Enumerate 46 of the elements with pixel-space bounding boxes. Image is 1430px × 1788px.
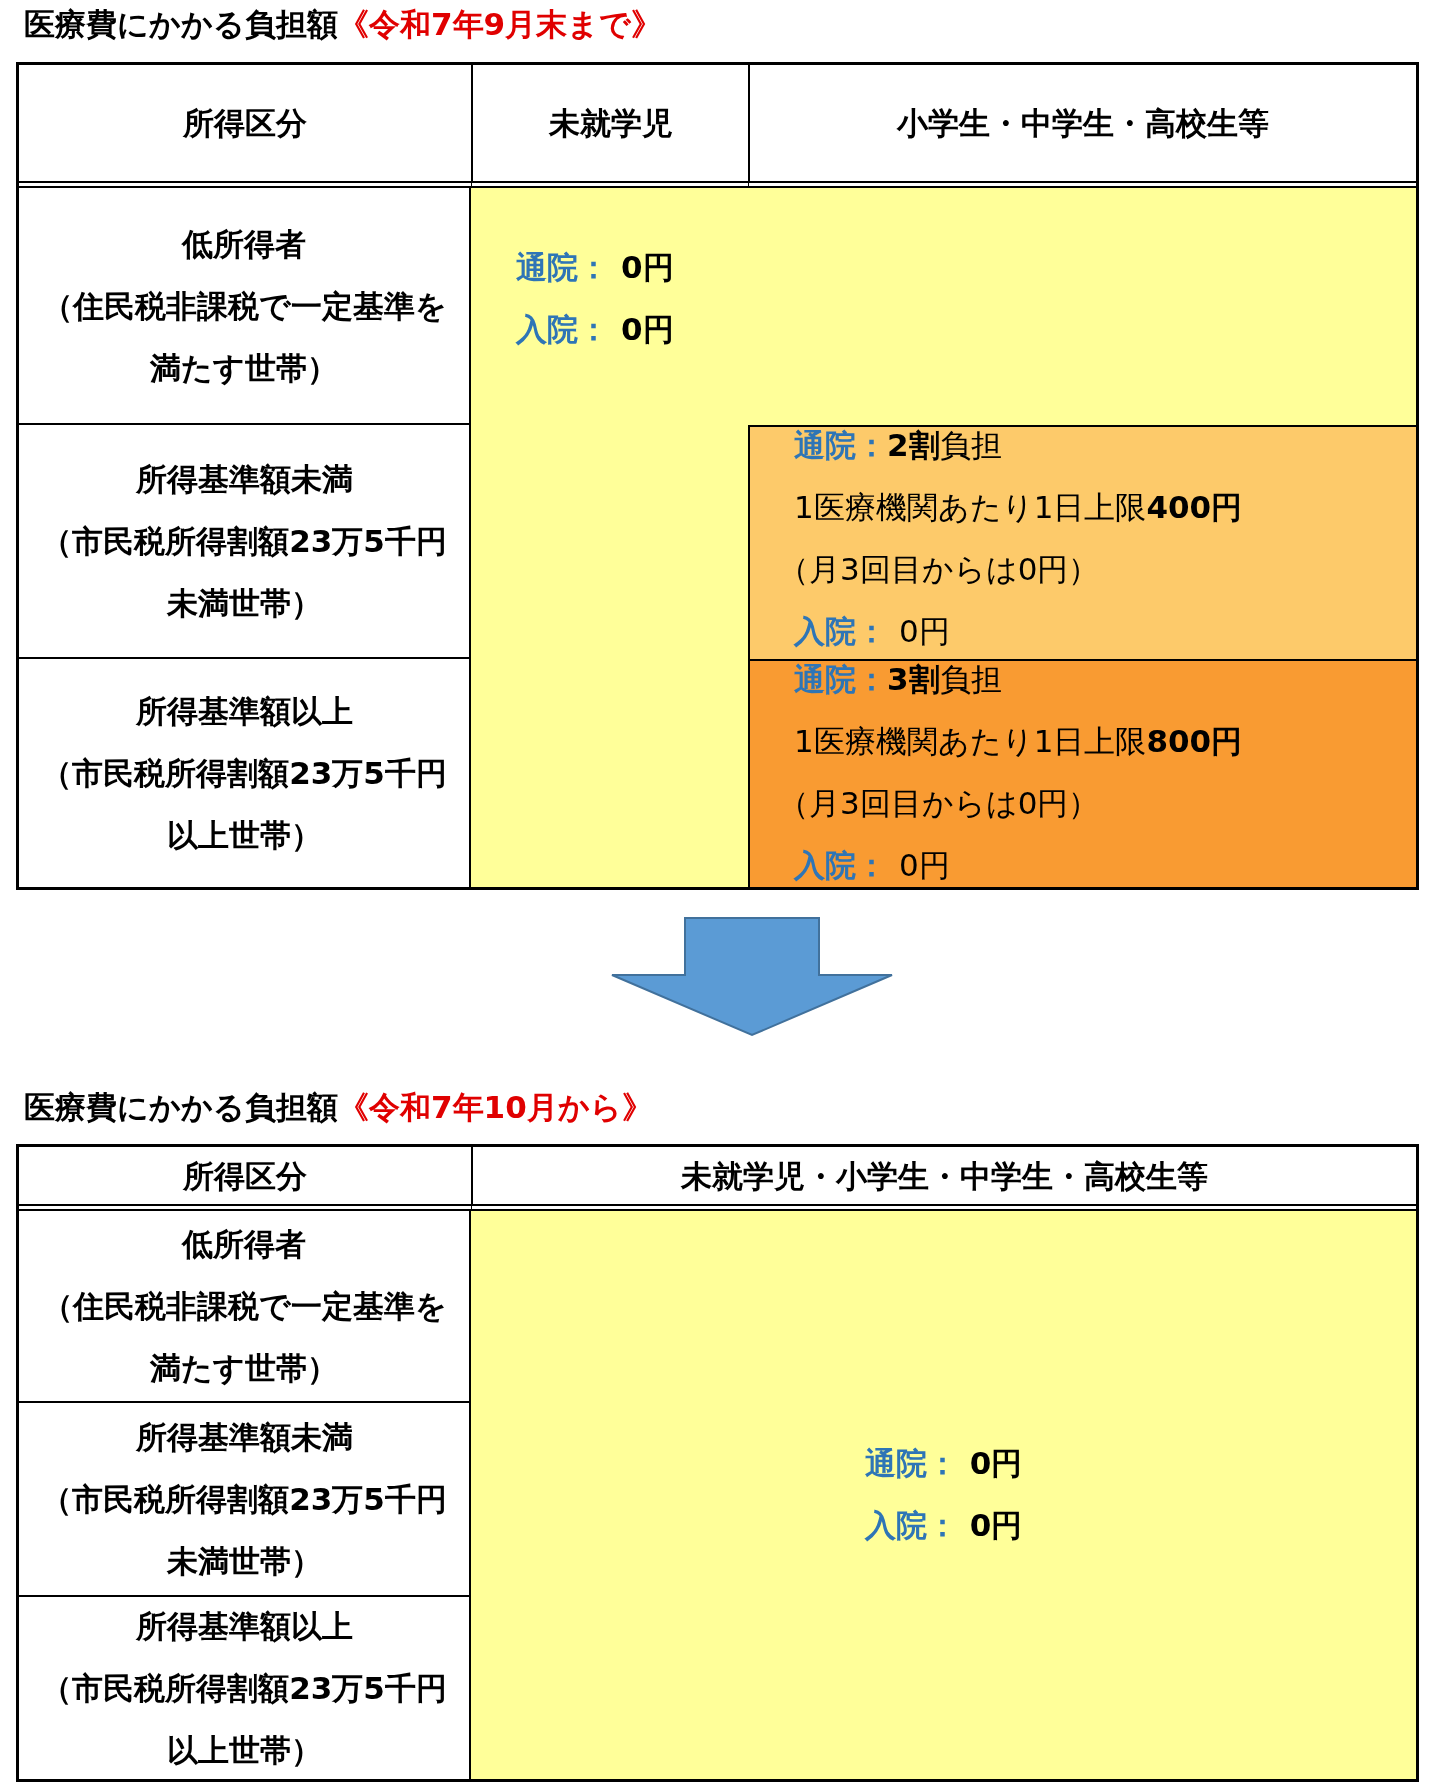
visit-label: 通院： (794, 660, 887, 699)
visit-label: 入院： (794, 612, 887, 651)
note-text: （月3回目からは0円） (778, 784, 1100, 823)
cost-cell (748, 659, 1416, 887)
category-name: 所得基準額以上 (134, 692, 354, 731)
cost-text: 0円 (621, 310, 674, 349)
visit-label: 通院： (794, 426, 887, 465)
note-text: 1医療機関あたり1日上限800円 (794, 722, 1243, 761)
visit-label: 通院： (864, 1444, 958, 1483)
category-note: （住民税非課税で一定基準を満たす世帯） (40, 1287, 448, 1388)
period-text: 《令和7年10月から》 (338, 1089, 653, 1125)
visit-label: 入院： (794, 846, 887, 885)
cost-text: 0円 (899, 612, 950, 651)
cost-text: 0円 (969, 1506, 1023, 1545)
row-label-cell (19, 188, 471, 425)
category-note: （市民税所得割額23万5千円未満世帯） (40, 1480, 448, 1581)
note-text: （月3回目からは0円） (778, 550, 1100, 589)
header-cell: 未就学児 (471, 65, 748, 188)
category-note: （市民税所得割額23万5千円以上世帯） (40, 754, 448, 855)
visit-label: 通院： (516, 248, 609, 287)
category-name: 所得基準額未満 (134, 1418, 354, 1457)
cost-text: 3割負担 (887, 660, 1002, 699)
row-label-cell (19, 425, 471, 659)
note-text: 1医療機関あたり1日上限400円 (794, 488, 1243, 527)
period-text: 《令和7年9月末まで》 (338, 6, 663, 42)
row-label-cell (19, 1403, 471, 1597)
category-name: 低所得者 (180, 1225, 307, 1264)
table-title: 医療費にかかる負担額 (24, 1089, 338, 1125)
cost-text: 0円 (621, 248, 674, 287)
cost-text: 0円 (899, 846, 950, 885)
row-label-cell (19, 1211, 471, 1403)
cost-text: 2割負担 (887, 426, 1002, 465)
cost-text: 0円 (969, 1444, 1023, 1483)
table-title: 医療費にかかる負担額 (24, 6, 338, 42)
category-note: （市民税所得割額23万5千円以上世帯） (40, 1669, 448, 1770)
header-cell: 未就学児・小学生・中学生・高校生等 (471, 1147, 1416, 1211)
category-name: 所得基準額以上 (134, 1607, 354, 1646)
block-arrow (611, 917, 893, 1037)
category-name: 所得基準額未満 (134, 460, 354, 499)
visit-label: 入院： (516, 310, 609, 349)
header-cell: 小学生・中学生・高校生等 (748, 65, 1416, 188)
category-note: （市民税所得割額23万5千円未満世帯） (40, 522, 448, 623)
cost-cell (748, 425, 1416, 659)
category-note: （住民税非課税で一定基準を満たす世帯） (40, 286, 448, 388)
category-name: 低所得者 (180, 224, 307, 264)
visit-label: 入院： (864, 1506, 958, 1545)
